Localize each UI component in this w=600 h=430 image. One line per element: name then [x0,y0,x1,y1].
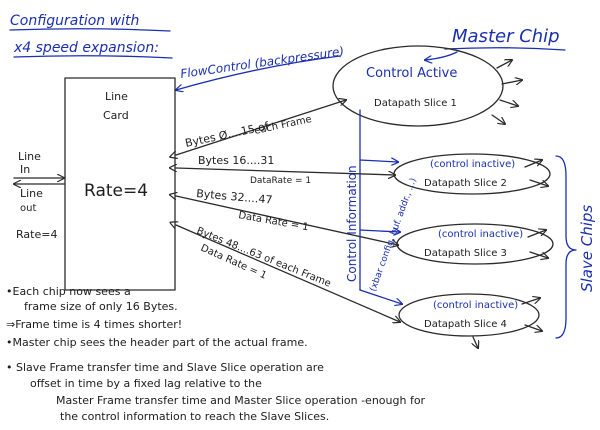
note-3: •Master chip sees the header part of the… [6,336,308,349]
title-line-1: Configuration with [10,13,139,29]
line-card-title-1: Line [105,90,128,103]
master-chip-label: Master Chip [452,26,560,47]
master-slice-name: Datapath Slice 1 [374,98,457,109]
note-1b: frame size of only 16 Bytes. [24,300,178,313]
control-arrow-slice-2 [359,160,398,162]
flow-control-label: FlowControl (backpressure) [179,44,344,81]
line-in-label-1: Line [18,150,41,163]
title-underline-2 [13,55,173,59]
link-1-bytes-2: each Frame [253,114,312,137]
master-chip-pointer [425,51,458,60]
master-chip-underline [444,47,566,51]
note-2: ⇒Frame time is 4 times shorter! [6,318,182,331]
slave-slice-3-name: Datapath Slice 3 [424,248,507,259]
link-slice-1 [176,100,346,155]
title-line-2: x4 speed expansion: [13,40,159,56]
line-card-box [64,77,176,291]
control-info-detail: (xbar config, buf. addr., ...) [368,177,418,293]
link-2-rate: DataRate = 1 [250,176,311,186]
slave-slice-2-status: (control inactive) [430,159,515,170]
flow-control-arrow [176,55,341,90]
slave-slice-4-status: (control inactive) [433,300,518,311]
slave-slice-2-name: Datapath Slice 2 [424,178,507,189]
slave-chips-label: Slave Chips [578,205,596,292]
note-4d: the control information to reach the Sla… [60,410,329,423]
line-out-label-2: out [20,203,36,214]
line-in-label-2: In [20,163,30,176]
note-4b: offset in time by a fixed lag relative t… [30,377,262,390]
control-arrow-slice-3 [359,230,400,232]
link-2-bytes: Bytes 16....31 [198,154,274,167]
note-4a: • Slave Frame transfer time and Slave Sl… [6,361,324,374]
ellipse-port-arrows [473,60,548,348]
master-slice-ellipse [332,45,504,127]
control-info-label: Control Information [345,165,359,282]
link-slice-4 [176,225,400,322]
title-underline-1 [9,28,171,32]
line-out-label-1: Line [20,187,43,200]
control-arrow-slice-4 [359,289,402,304]
link-3-rate: Data Rate = 1 [237,210,309,233]
line-card-rate: Rate=4 [84,181,148,201]
notes: •Each chip now sees a frame size of only… [6,285,426,423]
note-1a: •Each chip now sees a [6,285,131,298]
slave-slice-4-name: Datapath Slice 4 [424,319,507,330]
link-3-bytes: Bytes 32....47 [196,187,273,207]
line-rate-label: Rate=4 [16,228,57,241]
slave-chips-brace [555,155,577,339]
slave-slice-3-status: (control inactive) [438,229,523,240]
link-slice-2 [176,168,395,175]
line-card-title-2: Card [103,109,129,122]
master-slice-status: Control Active [366,66,457,81]
note-4c: Master Frame transfer time and Master Sl… [56,394,426,407]
